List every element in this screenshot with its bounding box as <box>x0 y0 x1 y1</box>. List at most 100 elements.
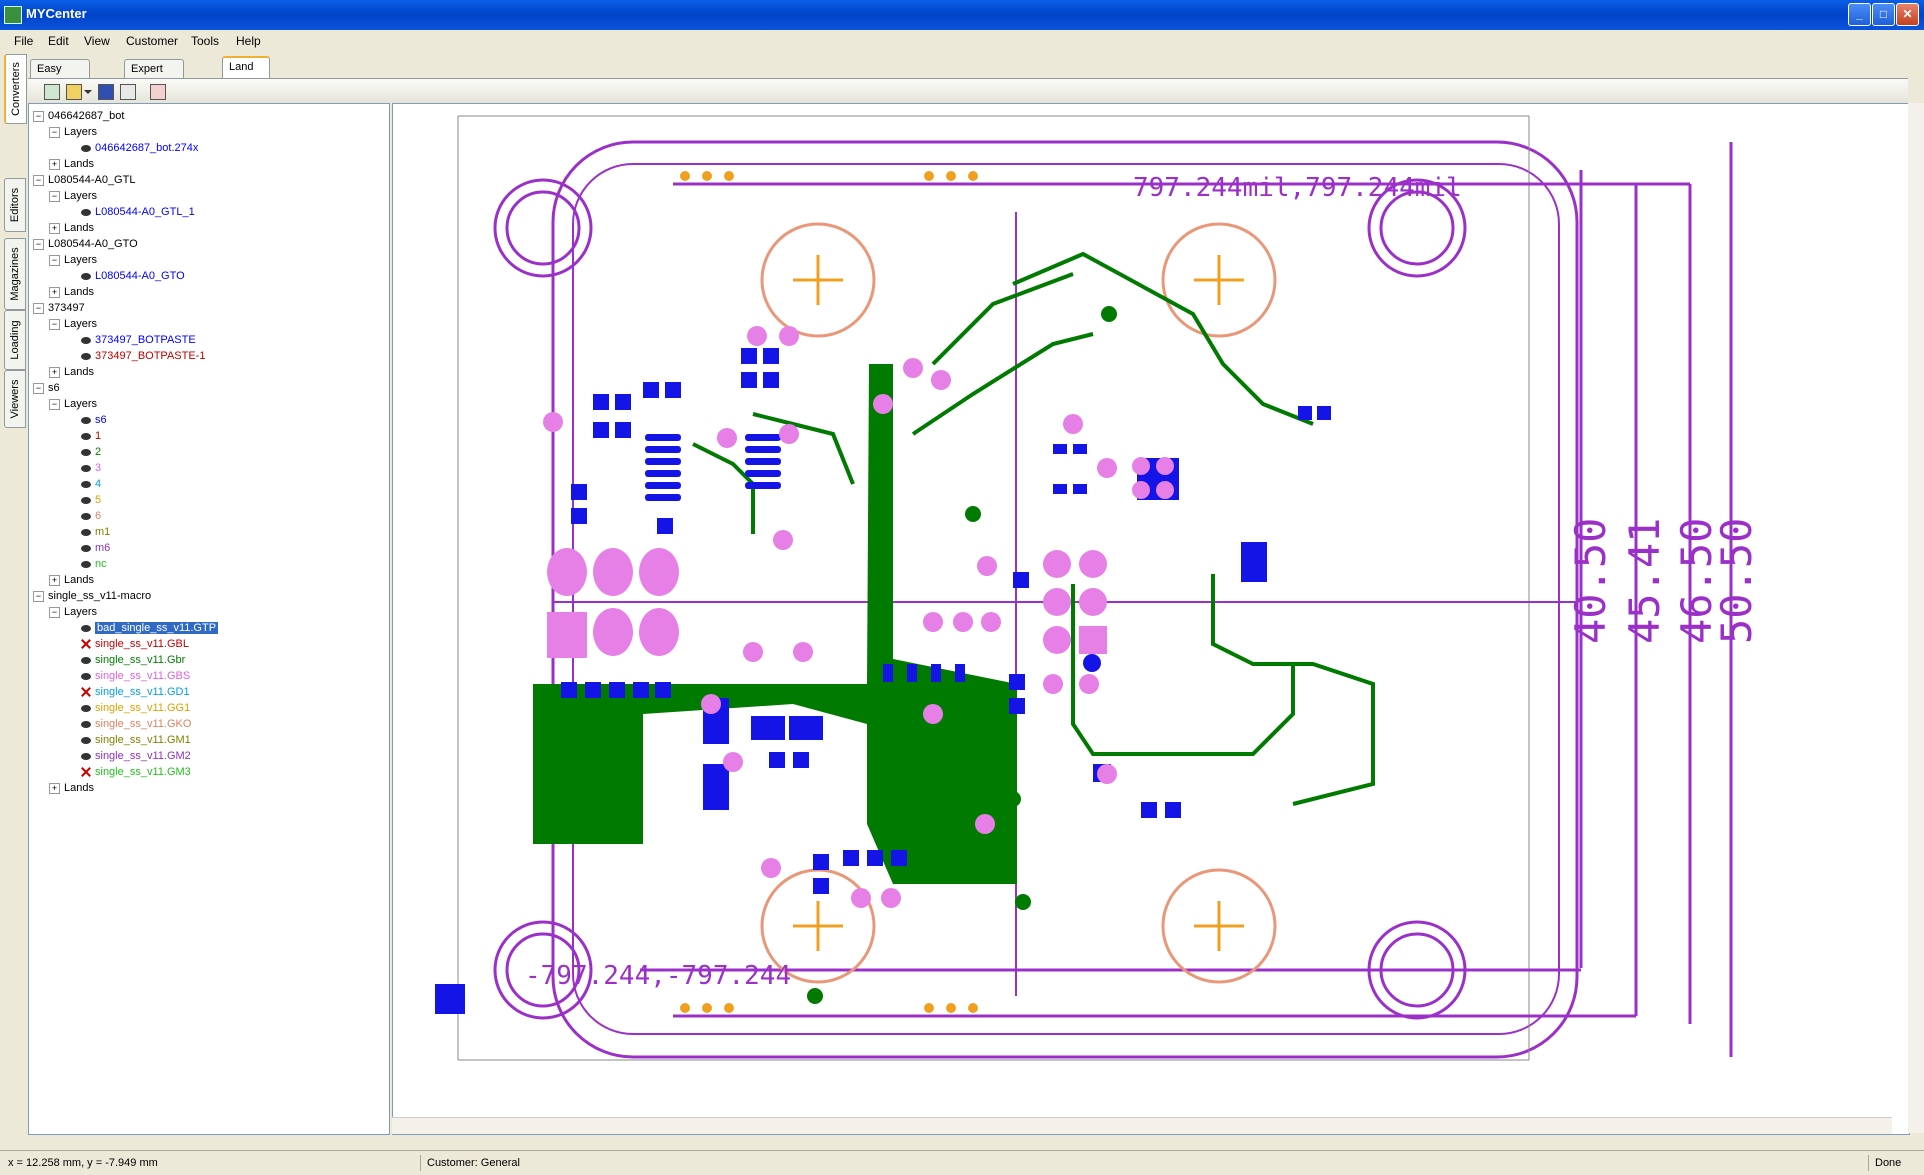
menu-edit[interactable]: Edit <box>48 34 69 48</box>
eye-icon[interactable] <box>81 656 91 664</box>
collapse-icon[interactable]: − <box>49 606 60 618</box>
tree-node[interactable]: −L080544-A0_GTO <box>33 236 138 252</box>
eye-icon[interactable] <box>81 480 91 488</box>
tree-node[interactable]: −s6 <box>33 380 60 396</box>
tree-layer-item[interactable]: 2 <box>81 444 101 460</box>
menu-view[interactable]: View <box>84 34 110 48</box>
eye-icon[interactable] <box>81 752 91 760</box>
expand-icon[interactable]: + <box>49 782 60 794</box>
menu-customer[interactable]: Customer <box>126 34 179 48</box>
pcb-drawing[interactable]: 797.244mil,797.244mil -797.244,-797.244 … <box>393 104 1909 1134</box>
grid-icon[interactable] <box>118 82 136 100</box>
collapse-icon[interactable]: − <box>49 190 60 202</box>
eye-icon[interactable] <box>81 448 91 456</box>
tree-node[interactable]: −046642687_bot <box>33 108 124 124</box>
pcb-canvas[interactable]: 797.244mil,797.244mil -797.244,-797.244 … <box>392 103 1910 1135</box>
tree-layer-item[interactable]: s6 <box>81 412 107 428</box>
tree-layer-item[interactable]: nc <box>81 556 107 572</box>
tree-node[interactable]: −373497 <box>33 300 85 316</box>
menu-help[interactable]: Help <box>236 34 261 48</box>
eye-icon[interactable] <box>81 352 91 360</box>
eye-icon[interactable] <box>81 528 91 536</box>
tree-layer-item[interactable]: single_ss_v11.GG1 <box>81 700 190 716</box>
tree-layer-item[interactable]: single_ss_v11.GKO <box>81 716 191 732</box>
tree-node-lands[interactable]: +Lands <box>49 364 94 380</box>
tree-node-layers[interactable]: −Layers <box>49 396 97 412</box>
collapse-icon[interactable]: − <box>49 318 60 330</box>
tree-node[interactable]: −L080544-A0_GTL <box>33 172 135 188</box>
dropdown-icon[interactable] <box>82 82 92 100</box>
eye-icon[interactable] <box>81 720 91 728</box>
tree-node-lands[interactable]: +Lands <box>49 780 94 796</box>
expand-icon[interactable]: + <box>49 222 60 234</box>
hidden-eye-icon[interactable] <box>81 767 91 777</box>
tree-layer-item[interactable]: 046642687_bot.274x <box>81 140 198 156</box>
tree-node-layers[interactable]: −Layers <box>49 124 97 140</box>
save-icon[interactable] <box>96 82 114 100</box>
horizontal-scrollbar[interactable] <box>392 1117 1892 1134</box>
menu-file[interactable]: File <box>14 34 34 48</box>
tree-layer-item[interactable]: 1 <box>81 428 101 444</box>
tree-node-layers[interactable]: −Layers <box>49 604 97 620</box>
tab-loading[interactable]: Loading <box>4 310 26 370</box>
collapse-icon[interactable]: − <box>33 382 44 394</box>
tree-layer-item[interactable]: 5 <box>81 492 101 508</box>
eye-icon[interactable] <box>81 704 91 712</box>
eye-icon[interactable] <box>81 416 91 424</box>
tree-layer-item[interactable]: single_ss_v11.GD1 <box>81 684 190 700</box>
tree-node-layers[interactable]: −Layers <box>49 252 97 268</box>
tree-node[interactable]: −single_ss_v11-macro <box>33 588 151 604</box>
tree-layer-item[interactable]: 373497_BOTPASTE-1 <box>81 348 205 364</box>
tree-layer-item[interactable]: single_ss_v11.GBS <box>81 668 190 684</box>
tree-node-layers[interactable]: −Layers <box>49 316 97 332</box>
eye-icon[interactable] <box>81 144 91 152</box>
hidden-eye-icon[interactable] <box>81 687 91 697</box>
collapse-icon[interactable]: − <box>49 398 60 410</box>
tree-layer-item[interactable]: single_ss_v11.GM1 <box>81 732 191 748</box>
new-icon[interactable] <box>42 82 60 100</box>
tree-layer-item[interactable]: single_ss_v11.GM2 <box>81 748 191 764</box>
eye-icon[interactable] <box>81 336 91 344</box>
eye-icon[interactable] <box>81 496 91 504</box>
eye-icon[interactable] <box>81 672 91 680</box>
eye-icon[interactable] <box>81 208 91 216</box>
collapse-icon[interactable]: − <box>49 126 60 138</box>
tree-layer-item[interactable]: single_ss_v11.GBL <box>81 636 189 652</box>
close-button[interactable]: ✕ <box>1896 3 1919 26</box>
eye-icon[interactable] <box>81 624 91 632</box>
collapse-icon[interactable]: − <box>33 174 44 186</box>
tab-editors[interactable]: Editors <box>4 178 26 232</box>
eye-icon[interactable] <box>81 736 91 744</box>
eye-icon[interactable] <box>81 464 91 472</box>
eye-icon[interactable] <box>81 544 91 552</box>
expand-icon[interactable]: + <box>49 366 60 378</box>
tree-layer-item[interactable]: 4 <box>81 476 101 492</box>
tree-node-lands[interactable]: +Lands <box>49 156 94 172</box>
tree-node-layers[interactable]: −Layers <box>49 188 97 204</box>
properties-icon[interactable] <box>148 82 166 100</box>
tab-easy-converter[interactable]: Easy converter <box>30 59 90 93</box>
tree-layer-item[interactable]: m6 <box>81 540 110 556</box>
hidden-eye-icon[interactable] <box>81 639 91 649</box>
eye-icon[interactable] <box>81 432 91 440</box>
collapse-icon[interactable]: − <box>49 254 60 266</box>
maximize-button[interactable]: □ <box>1872 3 1895 26</box>
minimize-button[interactable]: _ <box>1848 3 1871 26</box>
tree-layer-item[interactable]: L080544-A0_GTL_1 <box>81 204 195 220</box>
tree-node-lands[interactable]: +Lands <box>49 220 94 236</box>
open-icon[interactable] <box>64 82 82 100</box>
tab-viewers[interactable]: Viewers <box>4 370 26 428</box>
tree-layer-item[interactable]: single_ss_v11.Gbr <box>81 652 185 668</box>
tree-layer-item[interactable]: L080544-A0_GTO <box>81 268 185 284</box>
tab-expert-converter[interactable]: Expert converter <box>124 59 184 93</box>
tab-converters[interactable]: Converters <box>4 54 27 124</box>
tree-layer-item[interactable]: single_ss_v11.GM3 <box>81 764 191 780</box>
tree-node-lands[interactable]: +Lands <box>49 572 94 588</box>
tree-node-lands[interactable]: +Lands <box>49 284 94 300</box>
eye-icon[interactable] <box>81 560 91 568</box>
collapse-icon[interactable]: − <box>33 302 44 314</box>
tree-layer-item[interactable]: 373497_BOTPASTE <box>81 332 196 348</box>
eye-icon[interactable] <box>81 512 91 520</box>
tab-land-pattern[interactable]: Land pattern <box>222 56 271 91</box>
tree-layer-item[interactable]: 3 <box>81 460 101 476</box>
